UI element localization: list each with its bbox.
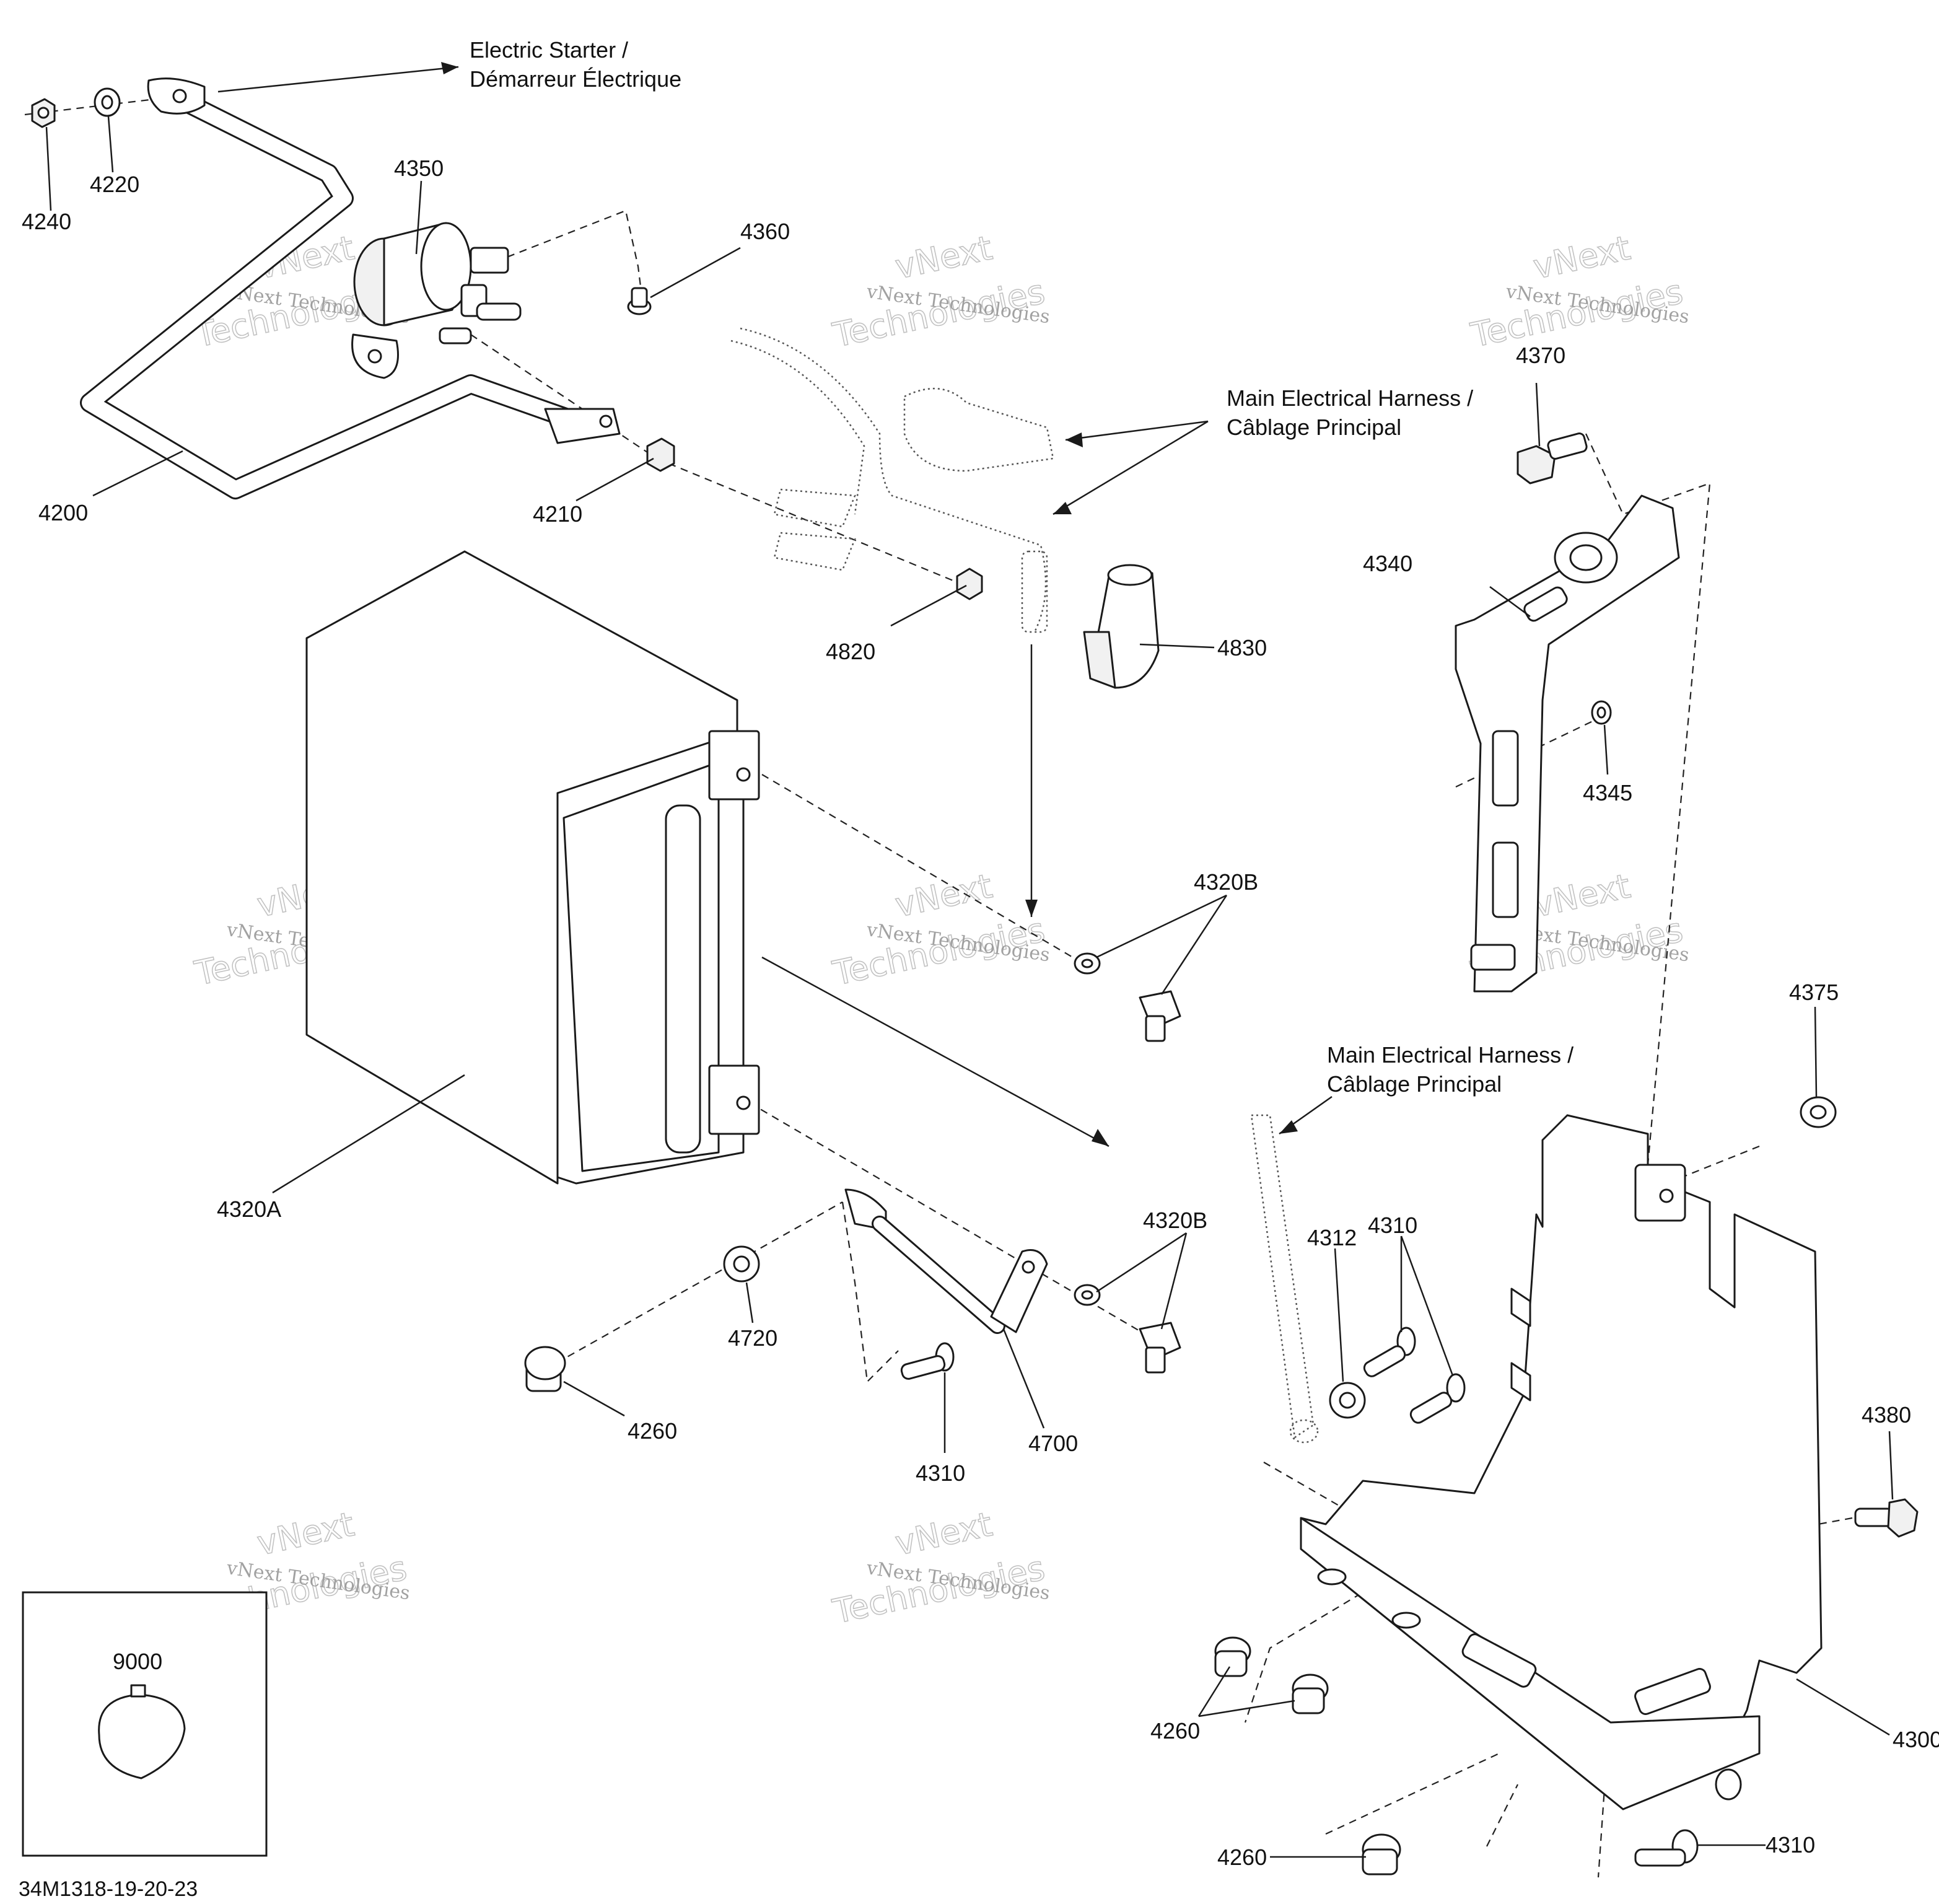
part-4340-bracket bbox=[1455, 494, 1680, 993]
part-4260-bushing-right-a bbox=[1214, 1636, 1251, 1677]
part-4370-bolt bbox=[1517, 432, 1588, 485]
svg-text:vNext: vNext bbox=[892, 1504, 996, 1563]
callout-harness-upper-line1: Main Electrical Harness / bbox=[1227, 385, 1473, 411]
label-4720: 4720 bbox=[728, 1325, 777, 1351]
svg-text:vNext: vNext bbox=[892, 866, 996, 924]
part-4360-screw bbox=[627, 287, 652, 315]
part-4310-pin-mid bbox=[900, 1342, 955, 1380]
svg-text:Technologies: Technologies bbox=[829, 910, 1048, 993]
part-4310-pin-right-b bbox=[1409, 1373, 1466, 1424]
part-4350-solenoid bbox=[351, 222, 522, 379]
label-4310-mid: 4310 bbox=[916, 1460, 965, 1486]
svg-text:vNext: vNext bbox=[892, 228, 996, 286]
part-4260-bushing-bottom bbox=[1362, 1833, 1401, 1875]
svg-text:Technologies: Technologies bbox=[829, 272, 1048, 355]
svg-text:vNext: vNext bbox=[254, 1504, 357, 1563]
watermark-top-center: vNext vNext Technologies Technologies bbox=[829, 227, 1051, 355]
part-4375-bushing bbox=[1800, 1096, 1837, 1128]
part-4830-boot bbox=[1083, 564, 1160, 689]
part-4310-pin-right-a bbox=[1363, 1327, 1416, 1377]
leader-lines bbox=[45, 62, 1894, 1858]
part-4700-cable bbox=[844, 1188, 1048, 1334]
part-4320b-lower-hardware bbox=[1074, 1284, 1181, 1374]
label-4340: 4340 bbox=[1363, 551, 1412, 576]
label-4360: 4360 bbox=[740, 219, 790, 244]
watermark-top-right: vNext vNext Technologies Technologies bbox=[1467, 227, 1691, 355]
label-4260-right: 4260 bbox=[1150, 1718, 1200, 1744]
main-harness-upper bbox=[730, 327, 1054, 633]
callout-harness-upper-line2: Câblage Principal bbox=[1227, 415, 1401, 440]
label-4820: 4820 bbox=[826, 639, 875, 664]
label-4210: 4210 bbox=[533, 501, 582, 527]
label-4700: 4700 bbox=[1028, 1431, 1078, 1456]
part-4320b-upper-hardware bbox=[1074, 952, 1181, 1042]
callout-electric-starter-line2: Démarreur Électrique bbox=[470, 66, 681, 92]
label-4300: 4300 bbox=[1893, 1727, 1939, 1752]
main-harness-lower bbox=[1250, 1114, 1319, 1444]
callout-harness-lower: Main Electrical Harness / Câblage Princi… bbox=[1327, 1042, 1574, 1097]
callout-electric-starter-line1: Electric Starter / bbox=[470, 37, 628, 63]
part-4210-nut bbox=[646, 437, 675, 472]
label-9000: 9000 bbox=[113, 1649, 162, 1674]
label-4345: 4345 bbox=[1583, 780, 1632, 805]
callout-harness-upper: Main Electrical Harness / Câblage Princi… bbox=[1227, 385, 1473, 440]
svg-text:vNext: vNext bbox=[1530, 866, 1634, 924]
part-4260-bushing-left bbox=[524, 1346, 566, 1392]
callout-harness-lower-line1: Main Electrical Harness / bbox=[1327, 1042, 1574, 1068]
part-labels: 4240 4220 4350 4360 4200 4210 4370 4340 … bbox=[22, 156, 1939, 1870]
label-4370: 4370 bbox=[1516, 343, 1565, 368]
part-4260-bushing-right-b bbox=[1292, 1674, 1329, 1714]
part-4310-pin-bottom bbox=[1634, 1829, 1699, 1867]
part-4720-lockwasher bbox=[723, 1245, 760, 1283]
part-4220-washer bbox=[94, 87, 121, 117]
label-4310-bottom: 4310 bbox=[1766, 1832, 1815, 1858]
label-4320a: 4320A bbox=[217, 1196, 281, 1222]
part-4200-cable bbox=[80, 77, 621, 499]
watermark-bottom-center: vNext vNext Technologies Technologies bbox=[829, 1504, 1051, 1631]
label-4312: 4312 bbox=[1307, 1225, 1357, 1250]
label-4320b-lower: 4320B bbox=[1143, 1208, 1207, 1233]
label-4260-bottom: 4260 bbox=[1217, 1845, 1267, 1870]
part-4240-nut bbox=[31, 98, 56, 128]
assembly-lines bbox=[24, 98, 1853, 1878]
label-4375: 4375 bbox=[1789, 980, 1839, 1005]
label-4200: 4200 bbox=[38, 500, 88, 525]
label-4220: 4220 bbox=[90, 172, 139, 197]
part-4820-nut bbox=[956, 568, 983, 600]
label-4260-left: 4260 bbox=[628, 1418, 677, 1444]
label-4320b-upper: 4320B bbox=[1194, 869, 1258, 895]
callout-harness-lower-line2: Câblage Principal bbox=[1327, 1071, 1502, 1097]
svg-text:vNext: vNext bbox=[1530, 228, 1634, 286]
diagram-code: 34M1318-19-20-23 bbox=[19, 1877, 198, 1901]
label-4380: 4380 bbox=[1862, 1402, 1911, 1428]
part-4312-lockwasher bbox=[1329, 1382, 1366, 1419]
part-4380-bolt bbox=[1854, 1498, 1919, 1538]
part-4345-clip bbox=[1591, 700, 1612, 725]
label-4240: 4240 bbox=[22, 209, 71, 234]
label-4310-right: 4310 bbox=[1368, 1213, 1417, 1238]
inset-9000 bbox=[22, 1591, 268, 1857]
callout-electric-starter: Electric Starter / Démarreur Électrique bbox=[470, 37, 681, 92]
label-4350: 4350 bbox=[394, 156, 444, 181]
svg-text:Technologies: Technologies bbox=[1468, 272, 1686, 355]
label-4830: 4830 bbox=[1217, 635, 1267, 660]
part-4320a-battery bbox=[305, 550, 760, 1185]
watermark-middle-center: vNext vNext Technologies Technologies bbox=[829, 866, 1051, 993]
part-4300-tray bbox=[1300, 1114, 1823, 1810]
svg-text:Technologies: Technologies bbox=[829, 1548, 1048, 1631]
